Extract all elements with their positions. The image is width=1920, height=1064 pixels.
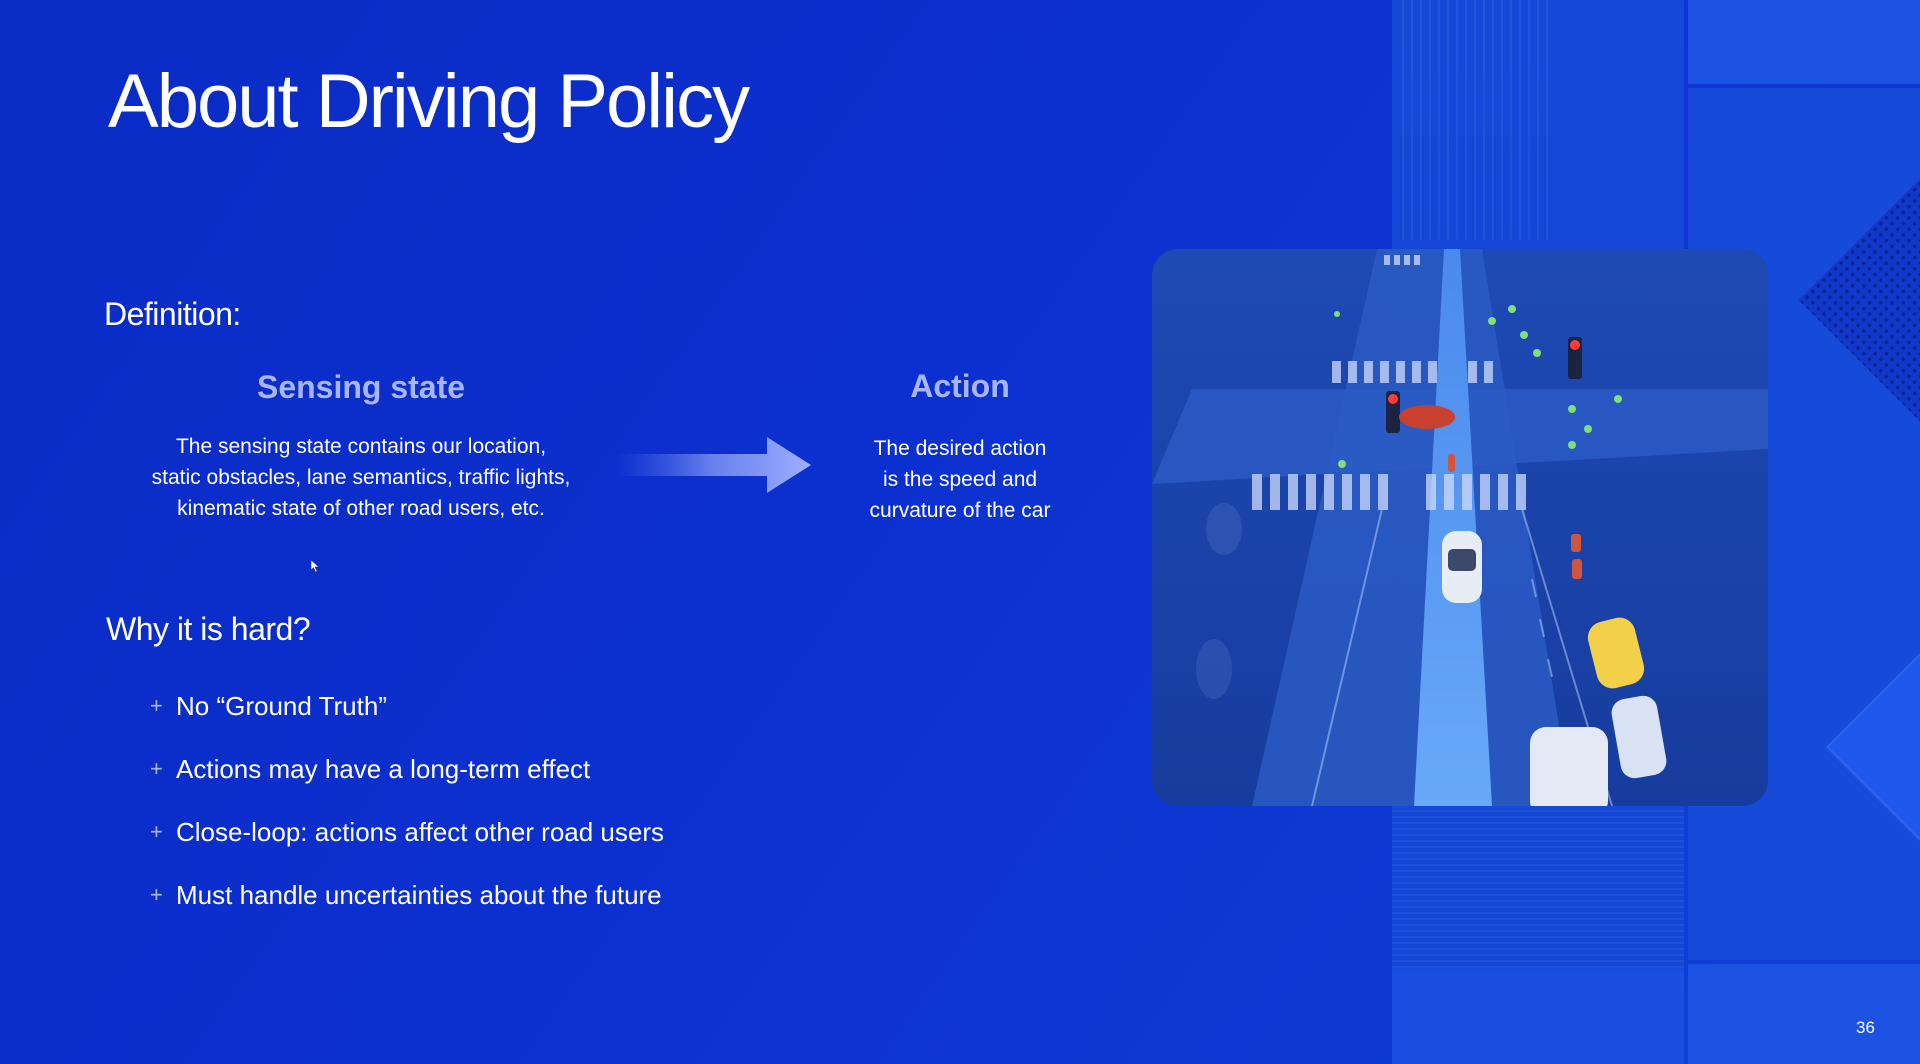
- right-arrow-icon: [615, 437, 811, 493]
- sensing-state-line: static obstacles, lane semantics, traffi…: [151, 466, 571, 489]
- list-item-text: Actions may have a long-term effect: [176, 754, 591, 784]
- difficulty-list: + No “Ground Truth” + Actions may have a l…: [150, 688, 664, 940]
- list-item-text: Must handle uncertainties about the futu…: [176, 880, 662, 910]
- sensing-state-line: kinematic state of other road users, etc…: [177, 497, 545, 520]
- list-item-text: No “Ground Truth”: [176, 691, 387, 721]
- decorative-background-panels: [1392, 0, 1920, 1064]
- list-item: + Must handle uncertainties about the fut…: [150, 877, 664, 940]
- plus-icon: +: [150, 693, 163, 718]
- mouse-cursor-icon: [311, 560, 319, 572]
- plus-icon: +: [150, 756, 163, 781]
- action-line: curvature of the car: [869, 499, 1051, 522]
- page-number: 36: [1856, 1018, 1875, 1037]
- why-hard-heading: Why it is hard?: [106, 611, 311, 647]
- list-item: + No “Ground Truth”: [150, 688, 664, 751]
- plus-icon: +: [150, 882, 163, 907]
- action-line: is the speed and: [882, 468, 1038, 491]
- sensing-state-description: The sensing state contains our location,…: [116, 431, 606, 524]
- action-description: The desired action is the speed and curv…: [820, 433, 1100, 526]
- sensing-state-line: The sensing state contains our location,: [175, 435, 547, 458]
- plus-icon: +: [150, 819, 163, 844]
- list-item: + Actions may have a long-term effect: [150, 751, 664, 814]
- list-item: + Close-loop: actions affect other road u…: [150, 814, 664, 877]
- action-line: The desired action: [873, 437, 1047, 460]
- slide-title: About Driving Policy: [108, 59, 750, 144]
- action-title: Action: [910, 368, 1010, 404]
- sensing-state-title: Sensing state: [256, 369, 466, 405]
- definition-heading: Definition:: [104, 296, 241, 332]
- list-item-text: Close-loop: actions affect other road us…: [176, 817, 665, 847]
- road-scene-illustration: [1152, 249, 1768, 806]
